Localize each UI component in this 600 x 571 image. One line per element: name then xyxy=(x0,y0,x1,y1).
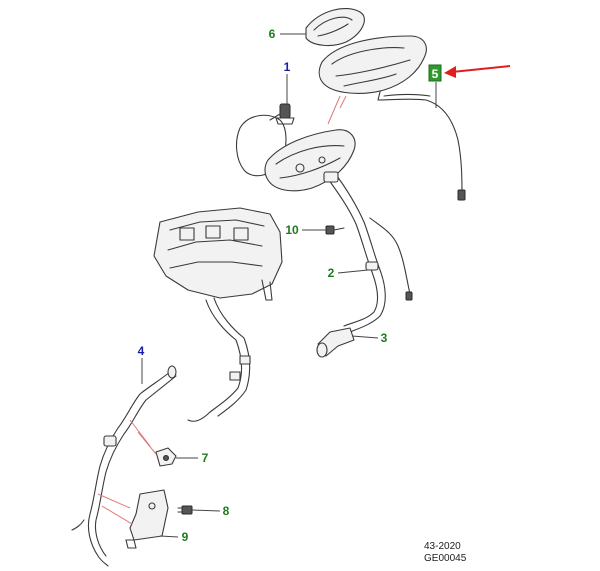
callout-1: 1 xyxy=(284,60,291,74)
part-1-vent-connector xyxy=(269,103,295,125)
callout-10: 10 xyxy=(285,223,299,237)
part-9-bracket xyxy=(125,489,169,549)
callout-3: 3 xyxy=(381,331,388,345)
callout-7: 7 xyxy=(202,451,209,465)
reference-leaders xyxy=(97,95,347,525)
callout-4: 4 xyxy=(138,344,145,358)
engine-assembly xyxy=(153,207,283,422)
part-4-fuel-line xyxy=(71,365,177,567)
part-2-filler-pipe xyxy=(323,171,413,333)
callout-5: 5 xyxy=(432,67,439,81)
callout-2: 2 xyxy=(328,266,335,280)
callout-8: 8 xyxy=(223,504,230,518)
part-10-clip xyxy=(325,225,345,235)
part-6-cover-plate xyxy=(305,8,365,47)
callout-9: 9 xyxy=(182,530,189,544)
callout-5-highlight-box xyxy=(428,64,442,82)
part-7-clip xyxy=(155,447,177,467)
part-8-bolt xyxy=(177,505,193,515)
callout-6: 6 xyxy=(269,27,276,41)
part-3-filler-neck xyxy=(316,327,355,358)
highlight-arrow xyxy=(444,65,511,78)
part-5-tank-upper-assembly xyxy=(318,35,466,201)
footer-ref-code: GE00045 xyxy=(424,553,467,564)
footer-ref-number: 43-2020 xyxy=(424,541,461,552)
callout-leaders xyxy=(141,33,437,538)
